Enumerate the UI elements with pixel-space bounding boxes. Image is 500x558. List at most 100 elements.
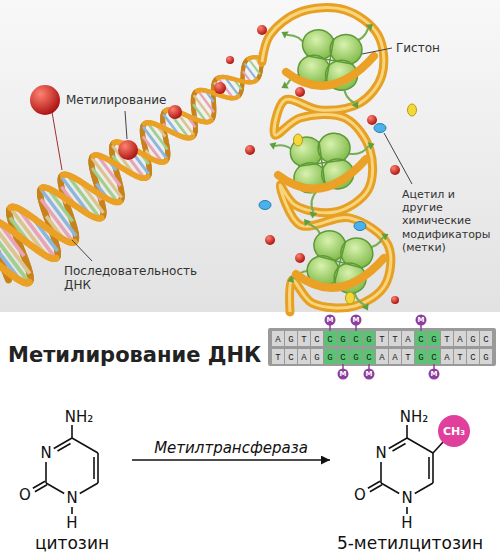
atom-label: H: [401, 514, 412, 532]
base-pair: [225, 77, 239, 96]
acetyl-mark: [374, 124, 386, 133]
dna-coil: [262, 8, 391, 312]
chem-bond: [35, 485, 47, 492]
methyl-stalk: [355, 325, 357, 331]
methyl-group: [245, 145, 255, 155]
methyl-group: [295, 253, 305, 263]
chem-bond: [54, 438, 72, 449]
dna-strand: [55, 255, 56, 262]
methyl-dot: [416, 315, 427, 326]
dna-strand: [28, 279, 29, 287]
dna-strand: [147, 174, 148, 180]
methyl-group: [214, 82, 226, 94]
atom-label: NH₂: [65, 408, 94, 426]
methyl-stalk: [433, 364, 435, 369]
base-pair: [193, 104, 206, 122]
molecule-structure: [33, 425, 98, 514]
methyl-stalk: [368, 364, 370, 369]
methyl-group: [265, 235, 275, 245]
chem-bond: [393, 443, 406, 451]
chem-bond: [428, 457, 430, 479]
atom-label: N: [401, 489, 412, 507]
chem-bond: [433, 441, 444, 453]
chem-bond: [380, 462, 382, 483]
dna-coil-front: [296, 258, 384, 288]
molecule-box: 5-метилцитозин: [330, 395, 490, 555]
atom-label: N: [66, 489, 77, 507]
tail-mark: [366, 24, 373, 31]
atom-label: H: [66, 514, 77, 532]
methyl-group: [30, 85, 60, 115]
methyl-dot: [325, 315, 336, 326]
tail-mark: [362, 303, 369, 310]
chem-bond: [58, 443, 71, 451]
acetyl-mark: [354, 222, 366, 231]
histone-tail: [348, 146, 369, 154]
chem-bond: [432, 453, 434, 483]
base-pair: [18, 208, 56, 258]
base-pair: [147, 123, 167, 150]
atom-label: N: [375, 444, 386, 462]
methyl-letter: M: [353, 317, 360, 324]
atom-label: O: [354, 486, 366, 504]
chem-bond: [93, 457, 95, 479]
methyl-group: [226, 56, 234, 64]
chem-bond: [71, 507, 73, 514]
methyl-group: [257, 25, 267, 35]
histone-tail: [312, 191, 318, 213]
methyl-group: [295, 87, 305, 97]
dna-strand: [192, 134, 193, 140]
tail-mark: [304, 219, 311, 226]
methyl-group: [118, 140, 138, 160]
leader-line: [362, 48, 392, 54]
tail-mark: [381, 234, 388, 241]
chem-bond: [46, 483, 64, 494]
methyl-letter: M: [340, 371, 347, 378]
methyl-group-label: CH₃: [443, 426, 465, 437]
methyl-dot: [429, 369, 440, 380]
chem-bond: [406, 507, 408, 514]
chem-bond: [97, 453, 99, 483]
dna-strand: [237, 94, 238, 99]
molecule-box: цитозин: [12, 395, 132, 555]
ball-stalk: [52, 112, 62, 170]
diagram-title: Метилирование ДНК: [8, 343, 261, 368]
methyl-stalk: [342, 364, 344, 369]
methyl-letter: M: [366, 371, 373, 378]
chem-bond: [406, 425, 408, 438]
acetyl-mark: [259, 201, 271, 210]
chem-bond: [381, 483, 399, 494]
leader-line: [72, 240, 92, 261]
chem-bond: [72, 438, 98, 453]
dna-strand: [255, 78, 256, 83]
atom-label: NH₂: [400, 408, 429, 426]
chem-bond: [80, 483, 98, 494]
tail-mark: [309, 212, 317, 219]
chem-bond: [389, 438, 407, 449]
dna-coil-highlight: [262, 8, 391, 312]
strip-backbone: [268, 328, 496, 366]
methyl-dot: [364, 369, 375, 380]
chem-bond: [71, 425, 73, 438]
compound-name: цитозин: [35, 533, 109, 553]
callout-label: Ацетил и другие химические модификаторы …: [402, 188, 496, 254]
callout-label: Последовательность ДНК: [64, 264, 199, 293]
tail-mark: [282, 32, 289, 39]
enzyme-label: Метилтрансфераза: [154, 439, 308, 457]
compound-name: 5-метилцитозин: [337, 533, 483, 553]
molecule-structure: [368, 425, 444, 514]
dna-back-strand: [0, 59, 262, 282]
base-pair: [92, 158, 122, 198]
methyl-letter: M: [418, 317, 425, 324]
illustration-background: [0, 0, 500, 312]
reaction-arrow: [132, 459, 330, 461]
modifier-mark: [408, 104, 417, 116]
dna-coil-front: [278, 159, 366, 189]
base-pair: [41, 199, 74, 242]
base-pair: [67, 175, 100, 219]
dna-strand: [100, 215, 101, 221]
methyl-group: [367, 115, 377, 125]
methyl-stalk: [420, 325, 422, 331]
modifier-mark: [346, 292, 355, 304]
